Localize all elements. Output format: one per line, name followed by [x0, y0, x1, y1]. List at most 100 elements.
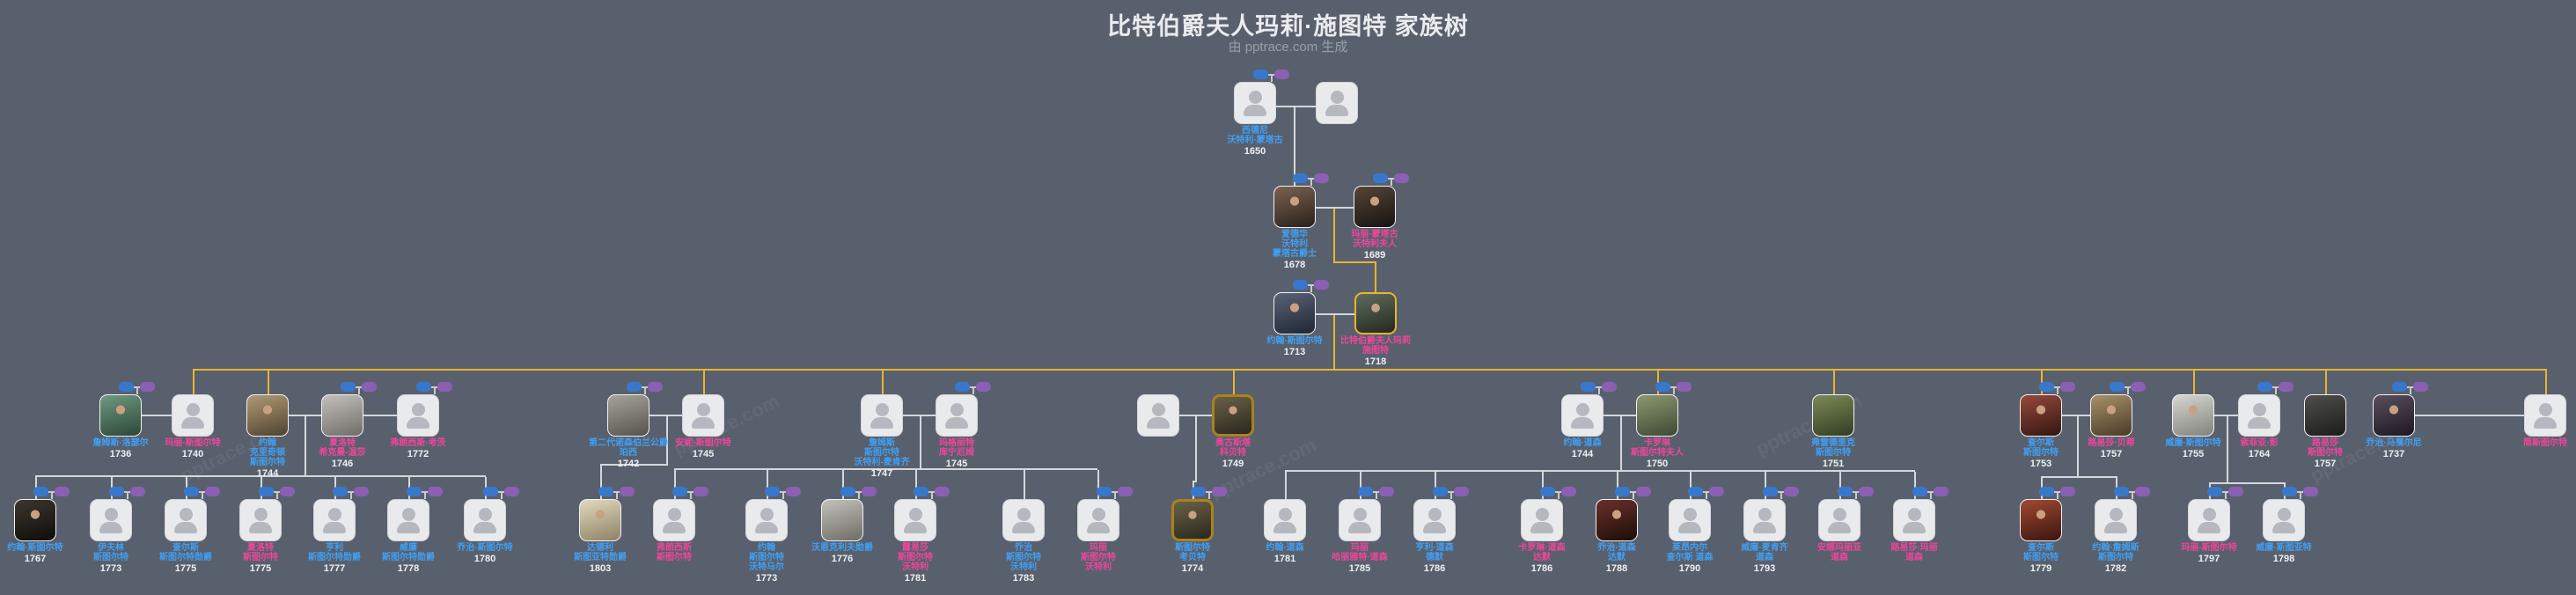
avatar-icon[interactable] — [1413, 499, 1456, 541]
avatar-icon[interactable] — [2238, 394, 2280, 437]
portrait-image[interactable] — [1212, 394, 1254, 437]
avatar-icon[interactable] — [2188, 499, 2230, 541]
avatar-icon[interactable] — [653, 499, 695, 541]
father-pill[interactable] — [341, 382, 356, 392]
portrait-image[interactable] — [2020, 499, 2062, 541]
father-pill[interactable] — [1615, 487, 1630, 496]
portrait-image[interactable] — [1812, 394, 1854, 437]
father-pill[interactable] — [2114, 487, 2129, 496]
avatar-icon[interactable] — [397, 394, 439, 437]
father-pill[interactable] — [259, 487, 274, 496]
mother-pill[interactable] — [428, 487, 443, 496]
father-pill[interactable] — [416, 382, 431, 392]
portrait-image[interactable] — [2172, 394, 2214, 437]
father-pill[interactable] — [1097, 487, 1112, 496]
avatar-icon[interactable] — [1137, 394, 1179, 437]
portrait-image[interactable] — [246, 394, 289, 437]
mother-pill[interactable] — [2060, 382, 2075, 392]
portrait-image[interactable] — [2020, 394, 2062, 437]
mother-pill[interactable] — [976, 382, 991, 392]
father-pill[interactable] — [1358, 487, 1373, 496]
mother-pill[interactable] — [1636, 487, 1651, 496]
mother-pill[interactable] — [280, 487, 295, 496]
portrait-image[interactable] — [2304, 394, 2346, 437]
father-pill[interactable] — [1433, 487, 1448, 496]
avatar-icon[interactable] — [387, 499, 429, 541]
mother-pill[interactable] — [504, 487, 519, 496]
portrait-image[interactable] — [2373, 394, 2415, 437]
portrait-image[interactable] — [607, 394, 650, 437]
mother-pill[interactable] — [862, 487, 877, 496]
mother-pill[interactable] — [2279, 382, 2293, 392]
avatar-icon[interactable] — [1521, 499, 1563, 541]
mother-pill[interactable] — [1709, 487, 1724, 496]
father-pill[interactable] — [333, 487, 348, 496]
mother-pill[interactable] — [2303, 487, 2318, 496]
father-pill[interactable] — [1293, 173, 1308, 183]
mother-pill[interactable] — [2135, 487, 2150, 496]
avatar-icon[interactable] — [1561, 394, 1604, 437]
mother-pill[interactable] — [130, 487, 145, 496]
avatar-icon[interactable] — [2263, 499, 2305, 541]
father-pill[interactable] — [955, 382, 970, 392]
mother-pill[interactable] — [2413, 382, 2428, 392]
portrait-image[interactable] — [1273, 292, 1316, 334]
mother-pill[interactable] — [205, 487, 220, 496]
avatar-icon[interactable] — [2095, 499, 2137, 541]
mother-pill[interactable] — [1677, 382, 1692, 392]
father-pill[interactable] — [1655, 382, 1670, 392]
father-pill[interactable] — [1688, 487, 1703, 496]
mother-pill[interactable] — [694, 487, 708, 496]
mother-pill[interactable] — [1314, 173, 1329, 183]
mother-pill[interactable] — [1602, 382, 1617, 392]
portrait-image[interactable] — [321, 394, 363, 437]
mother-pill[interactable] — [2060, 487, 2075, 496]
mother-pill[interactable] — [1934, 487, 1949, 496]
father-pill[interactable] — [407, 487, 422, 496]
father-pill[interactable] — [1581, 382, 1596, 392]
avatar-icon[interactable] — [172, 394, 214, 437]
portrait-image[interactable] — [2090, 394, 2132, 437]
father-pill[interactable] — [2392, 382, 2407, 392]
avatar-icon[interactable] — [682, 394, 724, 437]
mother-pill[interactable] — [1561, 487, 1576, 496]
avatar-icon[interactable] — [2524, 394, 2566, 437]
portrait-image[interactable] — [14, 499, 56, 541]
father-pill[interactable] — [840, 487, 855, 496]
avatar-icon[interactable] — [165, 499, 207, 541]
portrait-image[interactable] — [579, 499, 621, 541]
father-pill[interactable] — [2110, 382, 2125, 392]
father-pill[interactable] — [1912, 487, 1927, 496]
portrait-image[interactable] — [1354, 292, 1397, 334]
father-pill[interactable] — [598, 487, 613, 496]
mother-pill[interactable] — [1314, 280, 1329, 290]
mother-pill[interactable] — [2131, 382, 2146, 392]
mother-pill[interactable] — [354, 487, 369, 496]
father-pill[interactable] — [109, 487, 124, 496]
father-pill[interactable] — [2282, 487, 2297, 496]
mother-pill[interactable] — [1454, 487, 1469, 496]
father-pill[interactable] — [483, 487, 498, 496]
mother-pill[interactable] — [935, 487, 950, 496]
father-pill[interactable] — [2039, 382, 2054, 392]
mother-pill[interactable] — [620, 487, 635, 496]
mother-pill[interactable] — [1212, 487, 1227, 496]
mother-pill[interactable] — [1274, 70, 1289, 79]
father-pill[interactable] — [765, 487, 780, 496]
mother-pill[interactable] — [140, 382, 155, 392]
mother-pill[interactable] — [437, 382, 452, 392]
portrait-image[interactable] — [821, 499, 863, 541]
portrait-image[interactable] — [1273, 186, 1316, 228]
father-pill[interactable] — [33, 487, 48, 496]
father-pill[interactable] — [2257, 382, 2272, 392]
mother-pill[interactable] — [1859, 487, 1874, 496]
avatar-icon[interactable] — [90, 499, 132, 541]
mother-pill[interactable] — [648, 382, 663, 392]
mother-pill[interactable] — [1379, 487, 1394, 496]
avatar-icon[interactable] — [745, 499, 788, 541]
avatar-icon[interactable] — [239, 499, 282, 541]
father-pill[interactable] — [672, 487, 687, 496]
father-pill[interactable] — [1293, 280, 1308, 290]
avatar-icon[interactable] — [1077, 499, 1119, 541]
avatar-icon[interactable] — [1002, 499, 1045, 541]
